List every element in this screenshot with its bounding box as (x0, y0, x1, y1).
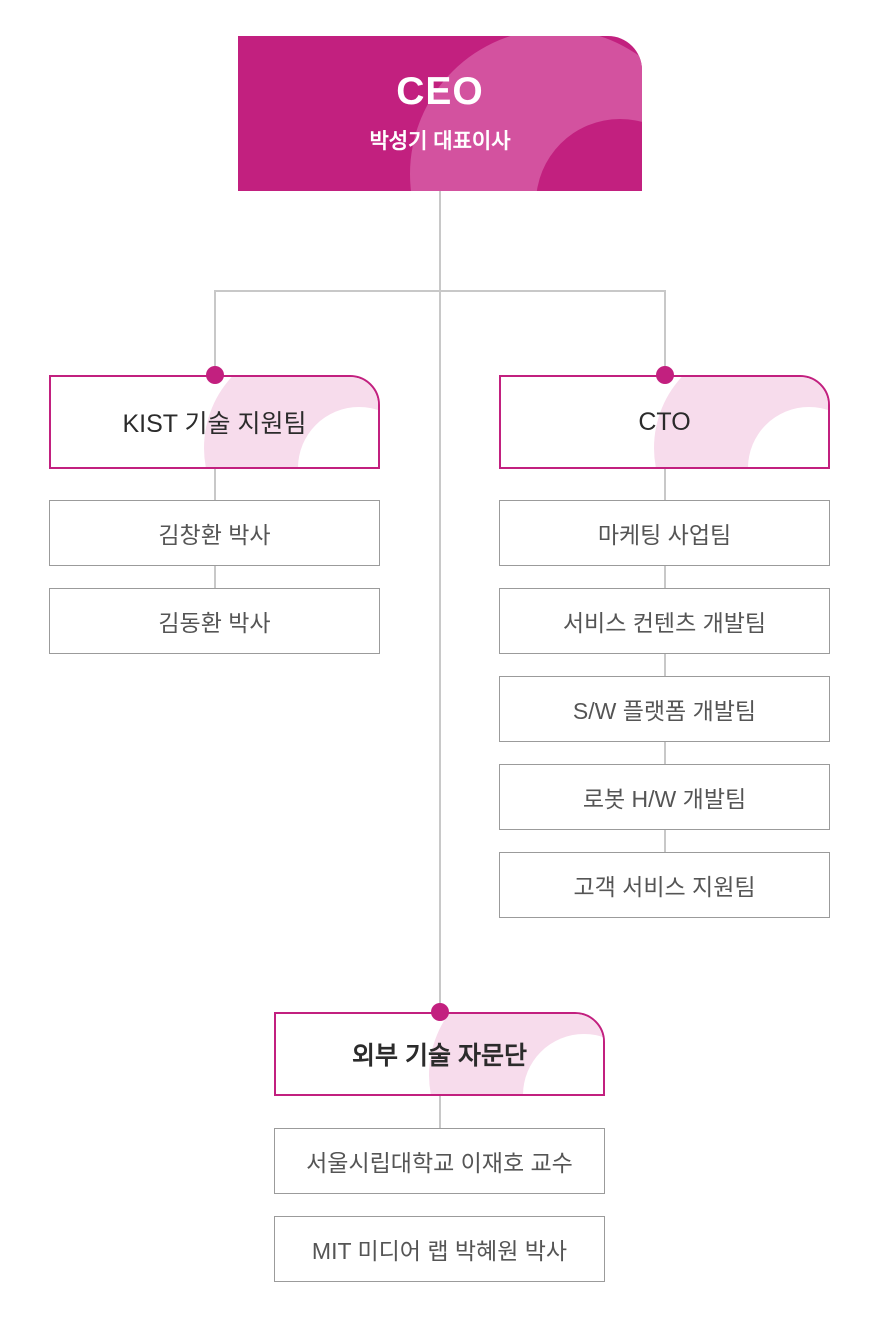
connector-drop-kist (214, 290, 216, 375)
node-kist-support-team-label: KIST 기술 지원팀 (122, 410, 307, 438)
node-cto-child-3[interactable]: S/W 플랫폼 개발팀 (499, 676, 830, 742)
node-cto[interactable]: CTO (499, 375, 830, 469)
connector-dot-advisory (431, 1003, 449, 1021)
connector-drop-advisory (439, 290, 441, 1012)
node-cto-child-5-label: 고객 서비스 지원팀 (573, 874, 756, 900)
node-ceo[interactable]: CEO 박성기 대표이사 (238, 36, 642, 191)
node-cto-child-1-label: 마케팅 사업팀 (597, 522, 732, 548)
node-advisory-child-2[interactable]: MIT 미디어 랩 박혜원 박사 (274, 1216, 605, 1282)
node-cto-child-5[interactable]: 고객 서비스 지원팀 (499, 852, 830, 918)
connector-dot-cto (656, 366, 674, 384)
node-external-advisory-label: 외부 기술 자문단 (352, 1042, 527, 1070)
node-kist-child-1[interactable]: 김창환 박사 (49, 500, 380, 566)
connector-cto-sub-2 (664, 565, 666, 589)
node-cto-child-4-label: 로봇 H/W 개발팀 (582, 786, 747, 812)
node-advisory-child-2-label: MIT 미디어 랩 박혜원 박사 (311, 1238, 568, 1264)
connector-cto-sub-5 (664, 829, 666, 853)
node-cto-label: CTO (638, 407, 691, 436)
node-ceo-subtitle: 박성기 대표이사 (369, 129, 511, 153)
node-ceo-text: CEO 박성기 대표이사 (238, 36, 642, 191)
connector-cto-sub-1 (664, 469, 666, 501)
connector-kist-sub-2 (214, 565, 216, 589)
connector-ceo-stem (439, 191, 441, 291)
node-cto-child-4[interactable]: 로봇 H/W 개발팀 (499, 764, 830, 830)
connector-cto-sub-4 (664, 741, 666, 765)
node-ceo-title: CEO (396, 70, 484, 114)
node-cto-child-1[interactable]: 마케팅 사업팀 (499, 500, 830, 566)
node-cto-child-2[interactable]: 서비스 컨텐츠 개발팀 (499, 588, 830, 654)
connector-cto-sub-3 (664, 653, 666, 677)
node-cto-child-3-label: S/W 플랫폼 개발팀 (572, 698, 757, 724)
node-advisory-child-1[interactable]: 서울시립대학교 이재호 교수 (274, 1128, 605, 1194)
connector-drop-cto (664, 290, 666, 375)
node-cto-child-2-label: 서비스 컨텐츠 개발팀 (562, 610, 767, 636)
node-advisory-child-1-label: 서울시립대학교 이재호 교수 (306, 1150, 573, 1176)
node-external-advisory[interactable]: 외부 기술 자문단 (274, 1012, 605, 1096)
node-kist-support-team[interactable]: KIST 기술 지원팀 (49, 375, 380, 469)
node-kist-child-2-label: 김동환 박사 (158, 610, 271, 636)
connector-advisory-sub-1 (439, 1095, 441, 1129)
node-kist-child-2[interactable]: 김동환 박사 (49, 588, 380, 654)
connector-dot-kist (206, 366, 224, 384)
node-kist-child-1-label: 김창환 박사 (158, 522, 271, 548)
connector-kist-sub-1 (214, 469, 216, 501)
